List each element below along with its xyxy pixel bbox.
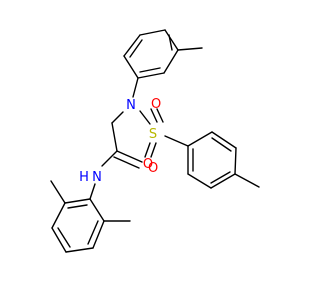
bond [51,227,67,253]
bond [101,150,118,167]
bond [150,108,158,123]
bond [164,29,179,51]
atom-label-o-sulfonyl-top: O [151,97,161,112]
bond [132,77,139,98]
bond [187,173,212,189]
bond [51,202,66,229]
bond [137,72,165,79]
bond [67,204,88,209]
bond [187,131,213,147]
atom-label-s: S [149,127,157,142]
bond [150,142,157,158]
atom-label-n-sulfonamide: N [126,98,136,113]
bond [234,173,260,188]
bond [111,122,118,152]
bond [139,67,161,73]
bond [50,180,66,204]
bond [89,183,96,200]
bond [210,171,231,184]
structure-canvas: N S O O O H N [50,29,260,253]
bond [116,150,143,163]
bond [156,108,164,123]
bond [87,220,99,245]
bond [168,34,173,51]
bond [139,29,166,36]
bond [211,137,232,152]
bond [177,47,203,51]
bond [211,131,237,149]
atom-label-n-amide: N [92,170,102,185]
bond [111,111,124,124]
bond [234,147,237,175]
bond [139,110,151,125]
molecule-structure: N S O O O H N [50,29,260,253]
bond [113,156,140,169]
bond [92,220,105,249]
bond [129,39,143,58]
bond [164,135,189,147]
atom-labels: N S O O O H N [79,97,161,185]
bond [89,198,105,222]
bond [123,55,139,79]
bond [65,247,94,253]
bond [57,227,71,248]
atom-label-o-carbonyl: O [148,161,158,176]
bond [64,198,91,204]
atom-label-o-sulfonyl-bottom: O [143,157,153,172]
atom-label-h-amide: H [79,170,89,185]
bond [210,173,236,189]
bond [144,142,151,158]
bond [123,34,141,57]
bonds [50,29,260,253]
bond [163,49,179,74]
